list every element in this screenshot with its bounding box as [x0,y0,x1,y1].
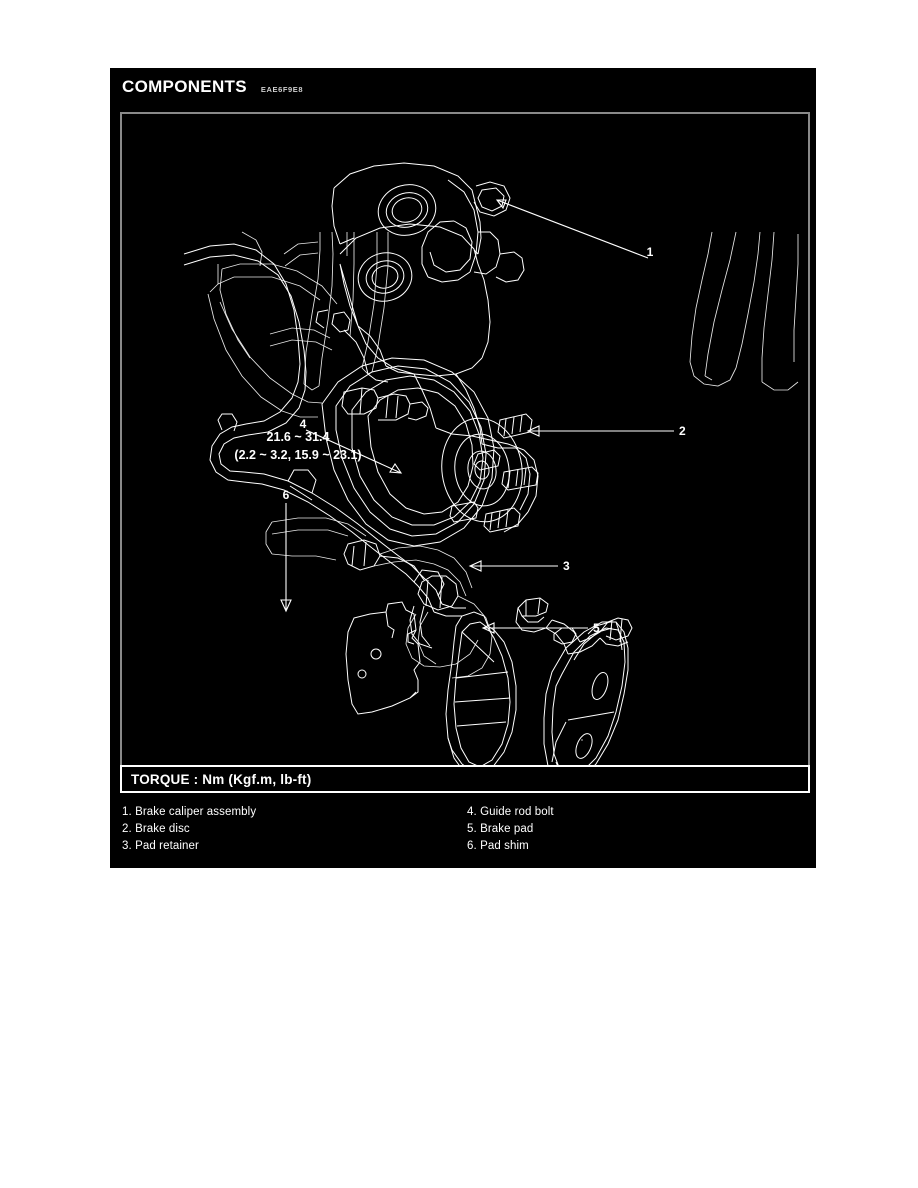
brake-pad-right-part [543,621,629,785]
legend-item: 2. Brake disc [122,823,190,835]
legend-item: 1. Brake caliper assembly [122,806,257,818]
legend-item: 4. Guide rod bolt [467,806,554,818]
document-code: EAE6F9E8 [260,85,304,94]
callout-leaders: 1 2 3 4 5 [280,199,686,635]
page-title: COMPONENTS [122,77,247,96]
legend-column-right: 4. Guide rod bolt 5. Brake pad 6. Pad sh… [467,805,797,854]
stray-dot [581,739,583,741]
legend-item: 3. Pad retainer [122,840,199,852]
legend-item: 5. Brake pad [467,823,534,835]
strut-housing [689,231,799,391]
pad-retainer-part [515,597,633,655]
callout-number-5: 5 [593,621,600,635]
parts-legend: 1. Brake caliper assembly 2. Brake disc … [122,805,802,854]
legend-column-left: 1. Brake caliper assembly 2. Brake disc … [122,805,467,854]
callout-number-6: 6 [283,488,290,502]
illustration-frame: 21.6 ~ 31.4 (2.2 ~ 3.2, 15.9 ~ 23.1) 1 2 [120,112,810,792]
pad-shim-part [345,601,421,715]
lower-arm-ball-joint [265,517,473,597]
panel-header: COMPONENTS EAE6F9E8 [122,78,303,95]
callout-number-1: 1 [647,245,654,259]
torque-spec-line-1: 21.6 ~ 31.4 [267,430,330,444]
torque-spec-line-2: (2.2 ~ 3.2, 15.9 ~ 23.1) [234,448,361,462]
legend-item: 6. Pad shim [467,840,529,852]
callout-number-4: 4 [300,417,307,431]
knuckle-lower [405,575,493,679]
guide-rod-bolt-part [341,387,429,421]
suspension-knuckle-background [207,231,389,418]
brake-hose [183,243,466,649]
components-panel: COMPONENTS EAE6F9E8 [110,68,816,868]
callout-number-3: 3 [563,559,570,573]
brake-caliper-assembly-part [315,162,525,451]
brake-assembly-illustration: 21.6 ~ 31.4 (2.2 ~ 3.2, 15.9 ~ 23.1) 1 2 [183,162,799,785]
brake-pad-center-part [445,611,517,777]
torque-unit-label: TORQUE : Nm (Kgf.m, lb-ft) [131,771,312,787]
torque-unit-bar: TORQUE : Nm (Kgf.m, lb-ft) [120,765,810,793]
callout-number-2: 2 [679,424,686,438]
